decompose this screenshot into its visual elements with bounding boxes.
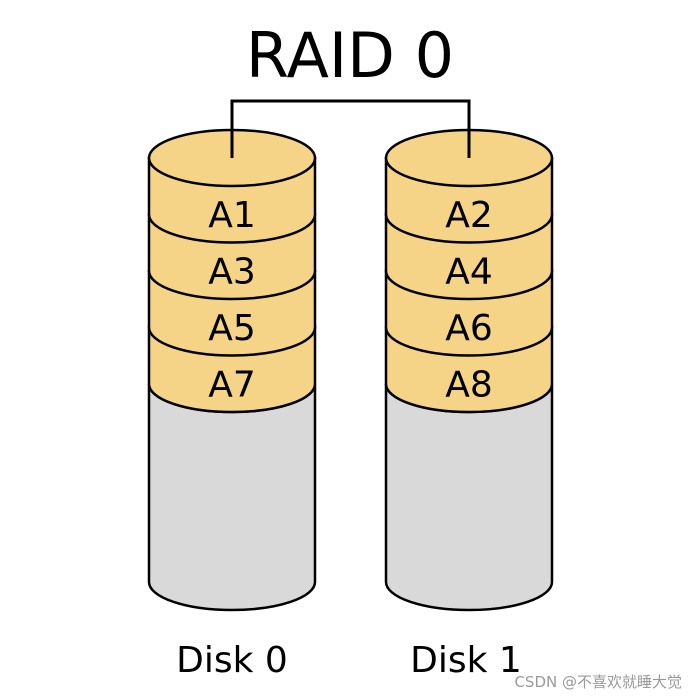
block-label: A7 xyxy=(208,365,256,406)
disk-free-space xyxy=(384,383,554,612)
disk-1-label: Disk 1 xyxy=(410,640,522,681)
disk-0: A7 A5 A3 A1 xyxy=(147,128,317,612)
diagram-title: RAID 0 xyxy=(246,19,454,92)
block-label: A6 xyxy=(445,308,493,349)
disk-0-label: Disk 0 xyxy=(176,640,288,681)
raid-connector-line xyxy=(230,99,471,158)
block-label: A8 xyxy=(445,365,493,406)
block-label: A2 xyxy=(445,195,493,236)
watermark: CSDN @不喜欢就睡大觉 xyxy=(514,673,682,691)
block-label: A5 xyxy=(208,308,256,349)
block-label: A1 xyxy=(208,195,256,236)
block-label: A4 xyxy=(445,252,493,293)
block-label: A3 xyxy=(208,252,256,293)
disk-1: A8 A6 A4 A2 xyxy=(384,128,554,612)
disk-free-space xyxy=(147,383,317,612)
